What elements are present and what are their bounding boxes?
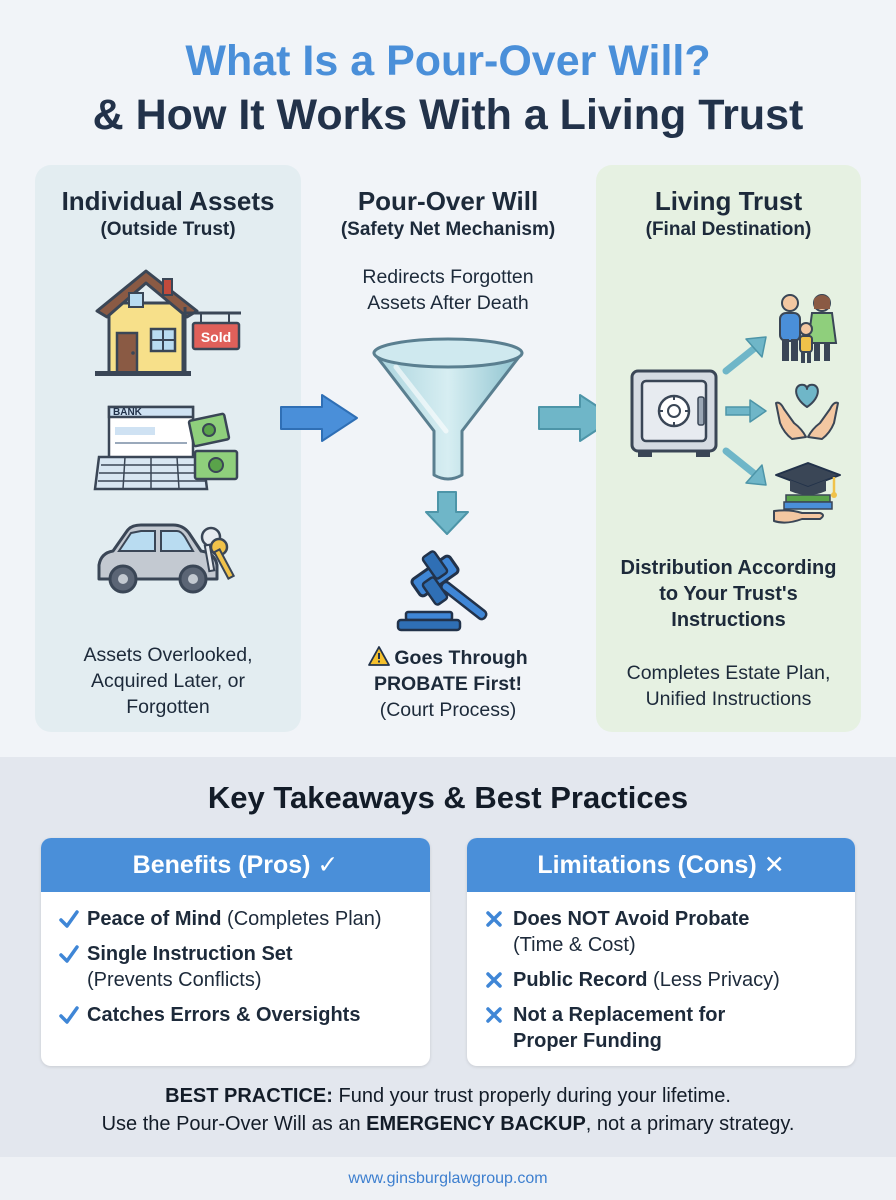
house-icon: Sold — [95, 269, 241, 376]
warning-icon — [368, 646, 391, 666]
x-icon — [485, 906, 507, 932]
distribution-line-1: Distribution According — [620, 557, 837, 579]
gavel-icon — [396, 550, 488, 632]
right-arrow-icon — [280, 394, 358, 442]
living-trust-subheading: (Final Destination) — [645, 219, 812, 240]
pour-over-will-description: Redirects Forgotten Assets After Death — [318, 264, 578, 316]
left-caption-line-3: Forgotten — [126, 696, 210, 718]
check-icon — [59, 941, 81, 967]
limitation-3-title: Not a Replacement for — [513, 1004, 726, 1026]
pour-over-will-subheading: (Safety Net Mechanism) — [340, 219, 556, 240]
individual-assets-caption: Assets Overlooked, Acquired Later, or Fo… — [35, 642, 301, 720]
benefits-header: Benefits (Pros) ✓ — [41, 838, 430, 892]
individual-assets-heading: Individual Assets — [61, 186, 275, 216]
middle-desc-line-2: Assets After Death — [367, 292, 529, 314]
left-caption-line-2: Acquired Later, or — [91, 670, 245, 692]
middle-desc-line-1: Redirects Forgotten — [362, 266, 534, 288]
benefit-3-title: Catches Errors & Oversights — [87, 1004, 361, 1026]
family-icon — [779, 294, 838, 363]
check-icon — [59, 1002, 81, 1028]
emergency-backup-text: EMERGENCY BACKUP — [366, 1113, 586, 1135]
distribution-line-2: to Your Trust's — [659, 583, 798, 605]
best-practice-label: BEST PRACTICE: — [165, 1085, 333, 1107]
limitations-header: Limitations (Cons) ✕ — [467, 838, 855, 892]
funnel-icon — [372, 337, 524, 481]
check-icon — [59, 906, 81, 932]
benefit-2-title: Single Instruction Set — [87, 943, 293, 965]
individual-assets-subheading: (Outside Trust) — [100, 219, 236, 240]
warning-line-2: PROBATE First! — [373, 673, 523, 695]
list-item: Peace of Mind (Completes Plan) — [59, 906, 430, 932]
arrow-right-small-icon — [725, 399, 767, 423]
benefits-list: Peace of Mind (Completes Plan) Single In… — [41, 892, 430, 1028]
list-item: Public Record (Less Privacy) — [485, 967, 855, 993]
limitation-2-detail: (Less Privacy) — [647, 969, 780, 991]
bank-statement-money-icon: BANK — [93, 405, 239, 491]
heart-hands-icon — [775, 383, 839, 440]
footer-url[interactable]: www.ginsburglawgroup.com — [0, 1157, 896, 1200]
arrow-down-right-icon — [722, 447, 767, 486]
best-practice-line-2-pre: Use the Pour-Over Will as an — [101, 1113, 367, 1135]
pour-over-will-heading: Pour-Over Will — [357, 186, 539, 216]
benefits-card: Benefits (Pros) ✓ Peace of Mind (Complet… — [41, 838, 430, 1066]
graduation-cap-icon — [773, 462, 841, 524]
limitation-3-detail: Proper Funding — [513, 1030, 662, 1052]
bank-label: BANK — [113, 407, 143, 418]
arrow-up-right-icon — [722, 336, 767, 375]
living-trust-header: Living Trust (Final Destination) — [596, 185, 861, 243]
x-icon — [485, 1002, 507, 1028]
best-practice-line-2-post: , not a primary strategy. — [585, 1113, 795, 1135]
court-process-note: (Court Process) — [379, 699, 517, 721]
takeaways-title: Key Takeaways & Best Practices — [207, 780, 689, 815]
list-item: Single Instruction Set (Prevents Conflict… — [59, 941, 430, 993]
best-practice-line-1: Fund your trust properly during your lif… — [332, 1085, 731, 1107]
list-item: Catches Errors & Oversights — [59, 1002, 430, 1028]
limitation-1-detail: (Time & Cost) — [513, 934, 636, 956]
distribution-instructions: Distribution According to Your Trust's I… — [596, 555, 861, 633]
sold-sign-text: Sold — [201, 329, 231, 345]
warning-line-1: Goes Through — [394, 647, 528, 669]
list-item: Does NOT Avoid Probate (Time & Cost) — [485, 906, 855, 958]
living-trust-caption: Completes Estate Plan, Unified Instructi… — [596, 660, 861, 712]
living-trust-heading: Living Trust — [654, 186, 803, 216]
individual-assets-panel: Individual Assets (Outside Trust) Sold B… — [35, 165, 301, 732]
right-caption-line-2: Unified Instructions — [645, 688, 812, 710]
pour-over-will-header: Pour-Over Will (Safety Net Mechanism) — [318, 185, 578, 243]
safe-icon — [630, 369, 718, 457]
distribution-line-3: Instructions — [671, 609, 786, 631]
x-icon — [485, 967, 507, 993]
benefit-1-detail: (Completes Plan) — [221, 908, 382, 930]
car-keys-icon — [97, 523, 236, 594]
right-caption-line-1: Completes Estate Plan, — [626, 662, 831, 684]
benefit-2-detail: (Prevents Conflicts) — [87, 969, 262, 991]
living-trust-panel: Living Trust (Final Destination) — [596, 165, 861, 732]
limitation-2-title: Public Record — [513, 969, 648, 991]
best-practice-note: BEST PRACTICE: Fund your trust properly … — [0, 1082, 896, 1138]
title-line-2: & How It Works With a Living Trust — [92, 91, 804, 139]
individual-assets-header: Individual Assets (Outside Trust) — [35, 185, 301, 243]
limitations-card: Limitations (Cons) ✕ Does NOT Avoid Prob… — [467, 838, 855, 1066]
limitation-1-title: Does NOT Avoid Probate — [513, 908, 750, 930]
page-title: What Is a Pour-Over Will? & How It Works… — [0, 34, 896, 142]
benefit-1-title: Peace of Mind — [87, 908, 222, 930]
title-line-1: What Is a Pour-Over Will? — [185, 37, 711, 85]
limitations-list: Does NOT Avoid Probate (Time & Cost) Publ… — [467, 892, 855, 1054]
probate-warning: Goes Through PROBATE First! (Court Proce… — [318, 645, 578, 723]
down-arrow-icon — [425, 491, 469, 535]
left-caption-line-1: Assets Overlooked, — [83, 644, 253, 666]
